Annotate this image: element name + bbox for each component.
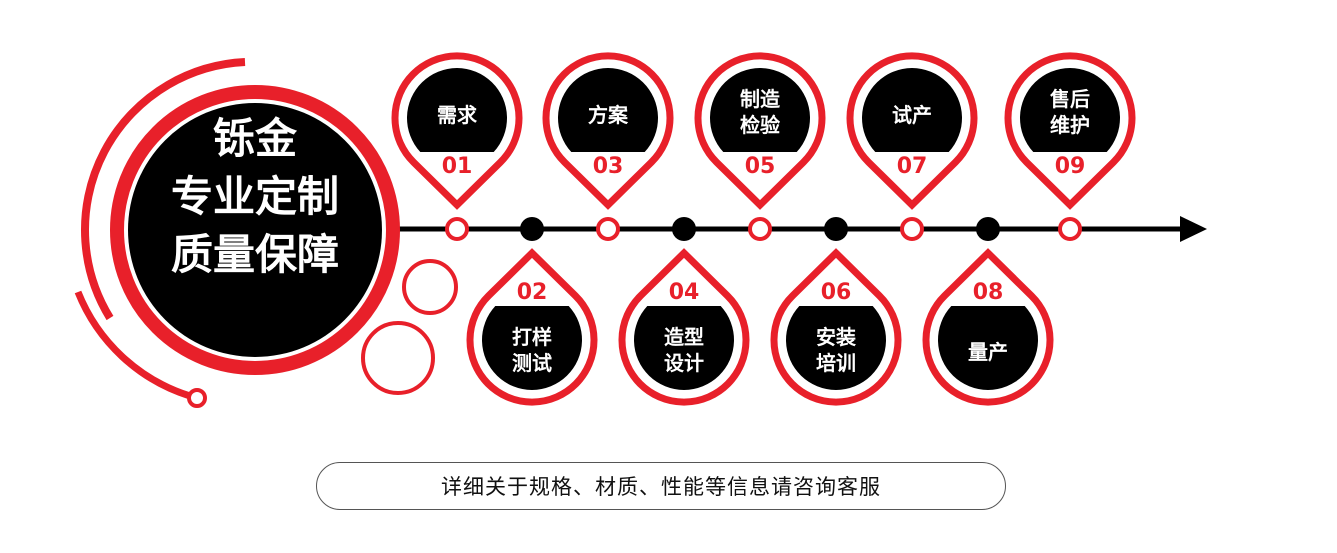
- arc-end-dot: [187, 388, 207, 408]
- step-number: 08: [972, 280, 1004, 305]
- timeline-node-filled: [824, 217, 848, 241]
- contact-note-text: 详细关于规格、材质、性能等信息请咨询客服: [441, 475, 881, 499]
- pin-black-cap: [785, 306, 886, 390]
- timeline-node-open: [445, 217, 469, 241]
- step-number: 04: [668, 280, 700, 305]
- step-pin-02: [466, 217, 598, 406]
- pin-black-cap: [558, 68, 658, 152]
- step-number: 07: [896, 154, 928, 179]
- step-label-line: 造型: [664, 325, 704, 349]
- step-label-line: 方案: [588, 103, 628, 127]
- step-label: 售后维护: [1015, 86, 1125, 138]
- center-line: 铄金: [212, 114, 297, 163]
- center-title: 铄金 专业定制 质量保障: [128, 110, 382, 284]
- small-ring: [402, 259, 458, 315]
- step-pin-01: [391, 52, 523, 241]
- center-line: 质量保障: [170, 230, 339, 279]
- step-label-line: 检验: [740, 113, 780, 137]
- step-pin-09: [1004, 52, 1136, 241]
- decorative-rings: [74, 58, 458, 408]
- step-label-line: 设计: [664, 351, 704, 375]
- timeline-node-open: [596, 217, 620, 241]
- step-number: 06: [820, 280, 852, 305]
- timeline-node-open: [900, 217, 924, 241]
- timeline-node-filled: [520, 217, 544, 241]
- step-number: 01: [441, 154, 473, 179]
- step-pin-04: [618, 217, 750, 406]
- step-label: 试产: [857, 102, 967, 128]
- step-number: 03: [592, 154, 624, 179]
- timeline-node-open: [1058, 217, 1082, 241]
- step-label-line: 安装: [816, 325, 856, 349]
- medium-ring: [361, 321, 435, 395]
- pin-black-cap: [861, 68, 962, 152]
- pin-black-cap: [937, 306, 1038, 390]
- timeline-node-filled: [976, 217, 1000, 241]
- contact-note: 详细关于规格、材质、性能等信息请咨询客服: [316, 462, 1006, 510]
- step-number: 02: [516, 280, 548, 305]
- step-label: 打样测试: [477, 324, 587, 376]
- timeline-node-open: [748, 217, 772, 241]
- step-label-line: 培训: [816, 351, 856, 375]
- step-number: 05: [744, 154, 776, 179]
- pin-black-cap: [406, 68, 507, 152]
- step-label: 造型设计: [629, 324, 739, 376]
- step-label: 制造检验: [705, 86, 815, 138]
- timeline-node-filled: [672, 217, 696, 241]
- step-label: 需求: [402, 102, 512, 128]
- step-label: 安装培训: [781, 324, 891, 376]
- center-black-disc: [128, 103, 382, 357]
- timeline-arrowhead: [1180, 216, 1207, 242]
- step-label-line: 维护: [1050, 113, 1090, 137]
- step-label-line: 测试: [512, 351, 552, 375]
- pin-black-cap: [634, 306, 734, 390]
- step-label: 量产: [933, 339, 1043, 365]
- step-number: 09: [1054, 154, 1086, 179]
- pin-black-cap: [481, 306, 582, 390]
- outer-arc-bottom: [74, 290, 192, 400]
- pin-black-cap: [1019, 68, 1120, 152]
- step-pin-03: [542, 52, 674, 241]
- pin-black-cap: [710, 68, 810, 152]
- outer-arc-top: [81, 58, 246, 321]
- step-pin-06: [770, 217, 902, 406]
- center-line: 专业定制: [170, 172, 339, 221]
- step-label-line: 量产: [968, 340, 1008, 364]
- step-label-line: 制造: [740, 87, 780, 111]
- step-pin-05: [694, 52, 826, 241]
- step-label-line: 试产: [892, 103, 932, 127]
- step-label-line: 需求: [437, 103, 477, 127]
- step-pin-07: [846, 52, 978, 241]
- step-pin-08: [922, 217, 1054, 406]
- step-label-line: 售后: [1050, 87, 1090, 111]
- step-label-line: 打样: [512, 325, 552, 349]
- step-label: 方案: [553, 102, 663, 128]
